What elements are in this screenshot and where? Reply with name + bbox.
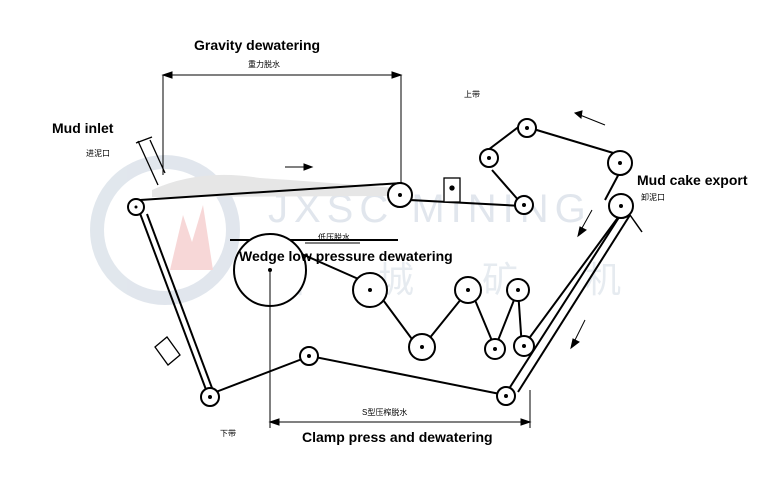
mud-inlet-hopper [135,136,166,186]
wedge-label-zh: 低压脱水 [318,232,350,242]
watermark-cn-4: 机 [585,259,621,300]
tension-box [443,177,461,203]
wedge-label: Wedge low pressure dewatering [239,248,453,264]
gravity-label: Gravity dewatering [194,37,320,53]
lower-belt [137,182,631,397]
watermark-logo [90,155,240,305]
mud-cake-label-zh: 卸泥口 [641,192,665,202]
gravity-label-zh: 重力脱水 [248,59,280,69]
gravity-dimension [161,71,403,185]
s-press-label-zh: S型压榨脱水 [362,407,407,417]
mud-cake-label: Mud cake export [637,172,748,188]
clamp-dimension [268,270,532,428]
lower-belt-label-zh: 下带 [220,429,236,438]
direction-arrows [285,110,606,350]
sludge-layer [152,174,395,197]
left-bracket [154,336,181,366]
mud-inlet-label-zh: 进泥口 [86,149,110,158]
clamp-press-label: Clamp press and dewatering [302,429,493,445]
upper-belt-label-zh: 上带 [464,90,480,99]
mud-inlet-label: Mud inlet [52,120,114,136]
watermark-ring [90,155,240,305]
watermark-mountain-icon [170,205,213,270]
scraper [629,214,643,233]
